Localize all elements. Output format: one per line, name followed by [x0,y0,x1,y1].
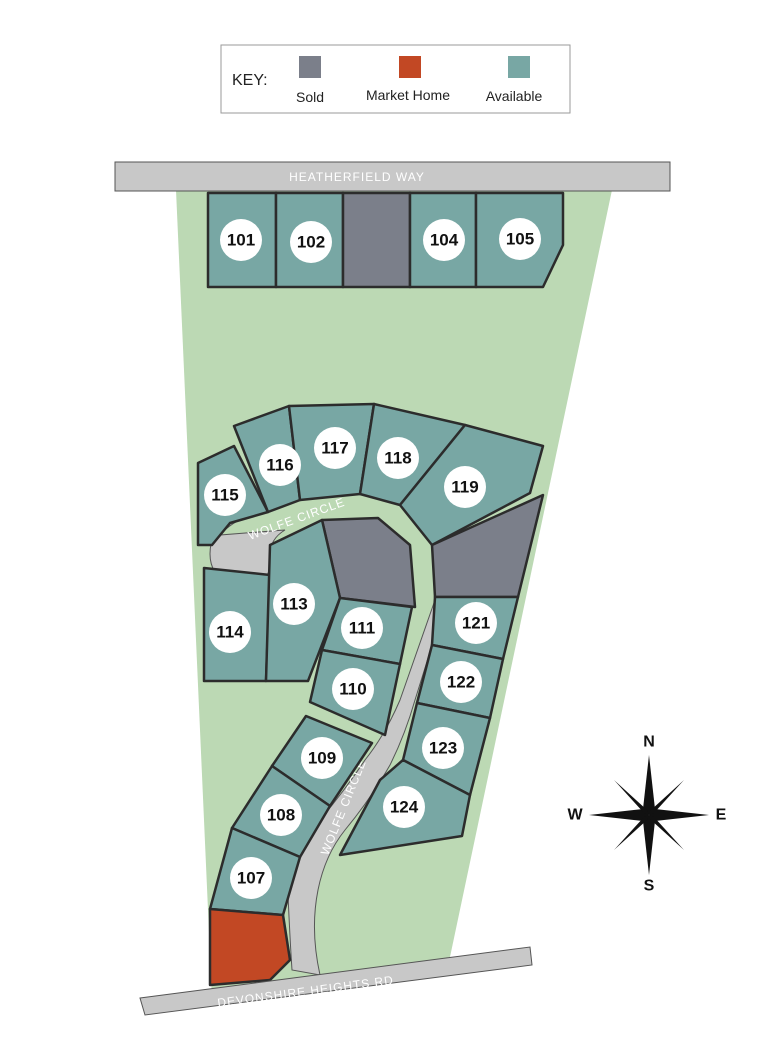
road-bottom [139,946,533,1016]
legend-label-market-home: Market Home [366,87,450,103]
lot-badge-115 [204,474,246,516]
compass-west-arrow [589,809,649,821]
lot-badge-122 [440,661,482,703]
compass-east-arrow [649,809,709,821]
lot-badge-104 [423,219,465,261]
lot-badge-116 [259,444,301,486]
lot-number-102: 102 [297,233,325,252]
lot-badge-102 [290,221,332,263]
lot-badge-110 [332,668,374,710]
compass-rose: N S E W [567,734,726,895]
legend-swatch-market-home [399,56,421,78]
lot-number-122: 122 [447,673,475,692]
compass-north-arrow [643,755,655,815]
compass-ne-arrow [649,780,684,815]
compass-label-e: E [716,807,727,824]
compass-se-arrow [649,815,684,850]
legend-swatch-sold [299,56,321,78]
lot-badge-123 [422,727,464,769]
lot-sold-103[interactable] [341,191,412,289]
lot-number-114: 114 [216,623,244,642]
lot-number-110: 110 [339,680,366,699]
lot-number-121: 121 [462,614,490,633]
lot-number-119: 119 [451,478,478,497]
lot-badge-101 [220,219,262,261]
road-top [114,161,671,192]
legend-label-sold: Sold [296,89,324,105]
legend-title: KEY: [232,72,268,89]
lot-number-101: 101 [227,231,255,250]
lot-number-113: 113 [280,595,307,614]
lot-badge-119 [444,466,486,508]
lot-number-116: 116 [266,456,293,475]
lot-number-105: 105 [506,230,534,249]
lot-badge-108 [260,794,302,836]
lot-number-123: 123 [429,739,457,758]
lot-badge-109 [301,737,343,779]
lot-badge-114 [209,611,251,653]
compass-label-w: W [567,807,583,824]
heatherfield-way-road: HEATHERFIELD WAY [114,161,671,192]
lot-number-104: 104 [430,231,459,250]
lot-badge-105 [499,218,541,260]
lot-badge-113 [273,583,315,625]
lot-number-115: 115 [211,486,238,505]
lot-number-124: 124 [390,798,419,817]
compass-nw-arrow [614,780,649,815]
lot-market-home-106[interactable] [208,907,292,987]
lot-badge-124 [383,786,425,828]
compass-label-n: N [643,734,655,751]
lot-number-117: 117 [321,439,348,458]
legend-swatch-available [508,56,530,78]
compass-label-s: S [644,878,655,895]
lot-number-108: 108 [267,806,295,825]
legend: KEY: Sold Market Home Available [220,44,571,114]
lot-badge-111 [341,607,383,649]
lot-number-111: 111 [349,619,376,638]
lot-number-badges: 101 102 104 105 115 116 117 118 119 114 113 111 110 1… [204,218,541,899]
lot-number-118: 118 [384,449,411,468]
road-label-heatherfield: HEATHERFIELD WAY [289,170,425,184]
lot-number-109: 109 [308,749,336,768]
lot-badge-107 [230,857,272,899]
compass-south-arrow [643,815,655,875]
lot-badge-121 [455,602,497,644]
legend-label-available: Available [486,88,543,104]
lot-badge-117 [314,427,356,469]
compass-sw-arrow [614,815,649,850]
lot-number-107: 107 [237,869,265,888]
lot-badge-118 [377,437,419,479]
